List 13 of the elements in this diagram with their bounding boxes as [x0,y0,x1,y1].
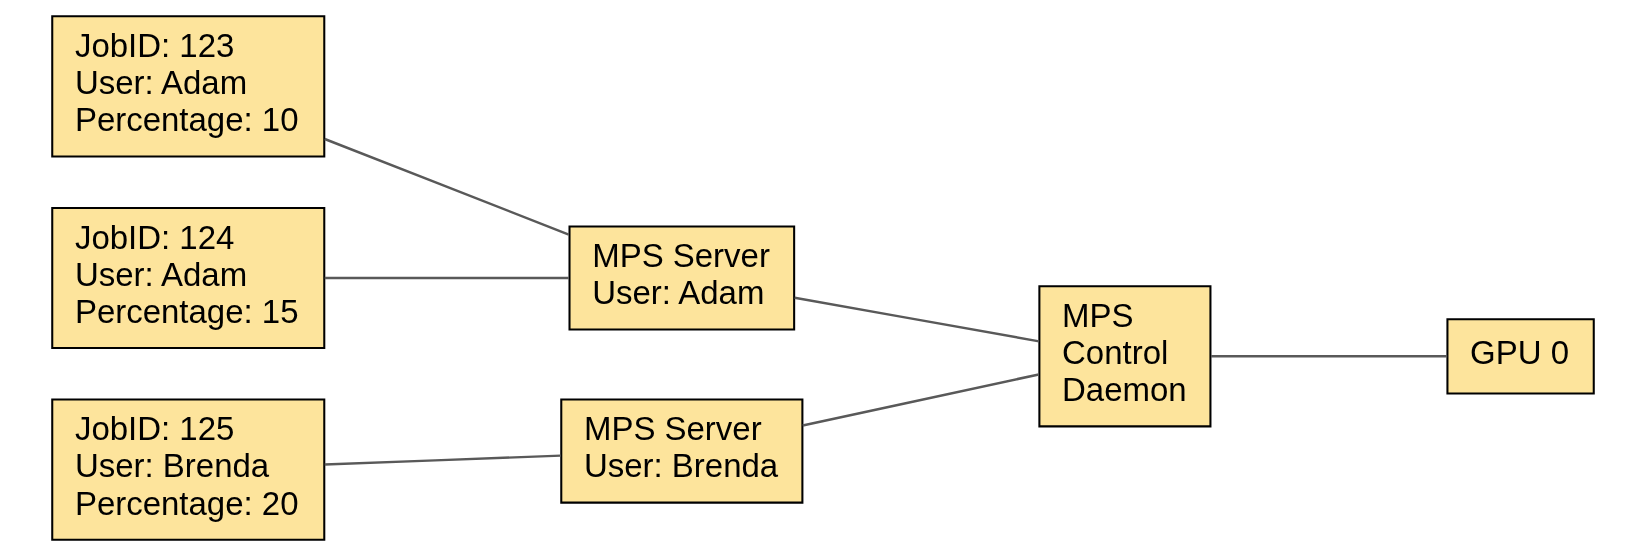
connector [324,137,570,236]
node-box: MPS Control Daemon [1038,285,1212,428]
connector [802,373,1039,427]
node-box: GPU 0 [1446,318,1595,395]
node-box: JobID: 125 User: Brenda Percentage: 20 [51,398,326,541]
node-box: MPS Server User: Adam [568,225,796,331]
connector [324,276,569,280]
connector [794,296,1040,343]
node-box: MPS Server User: Brenda [560,398,804,504]
connector [324,454,561,466]
connector [1210,355,1448,358]
node-box: JobID: 124 User: Adam Percentage: 15 [51,206,326,350]
node-box: JobID: 123 User: Adam Percentage: 10 [51,15,326,158]
